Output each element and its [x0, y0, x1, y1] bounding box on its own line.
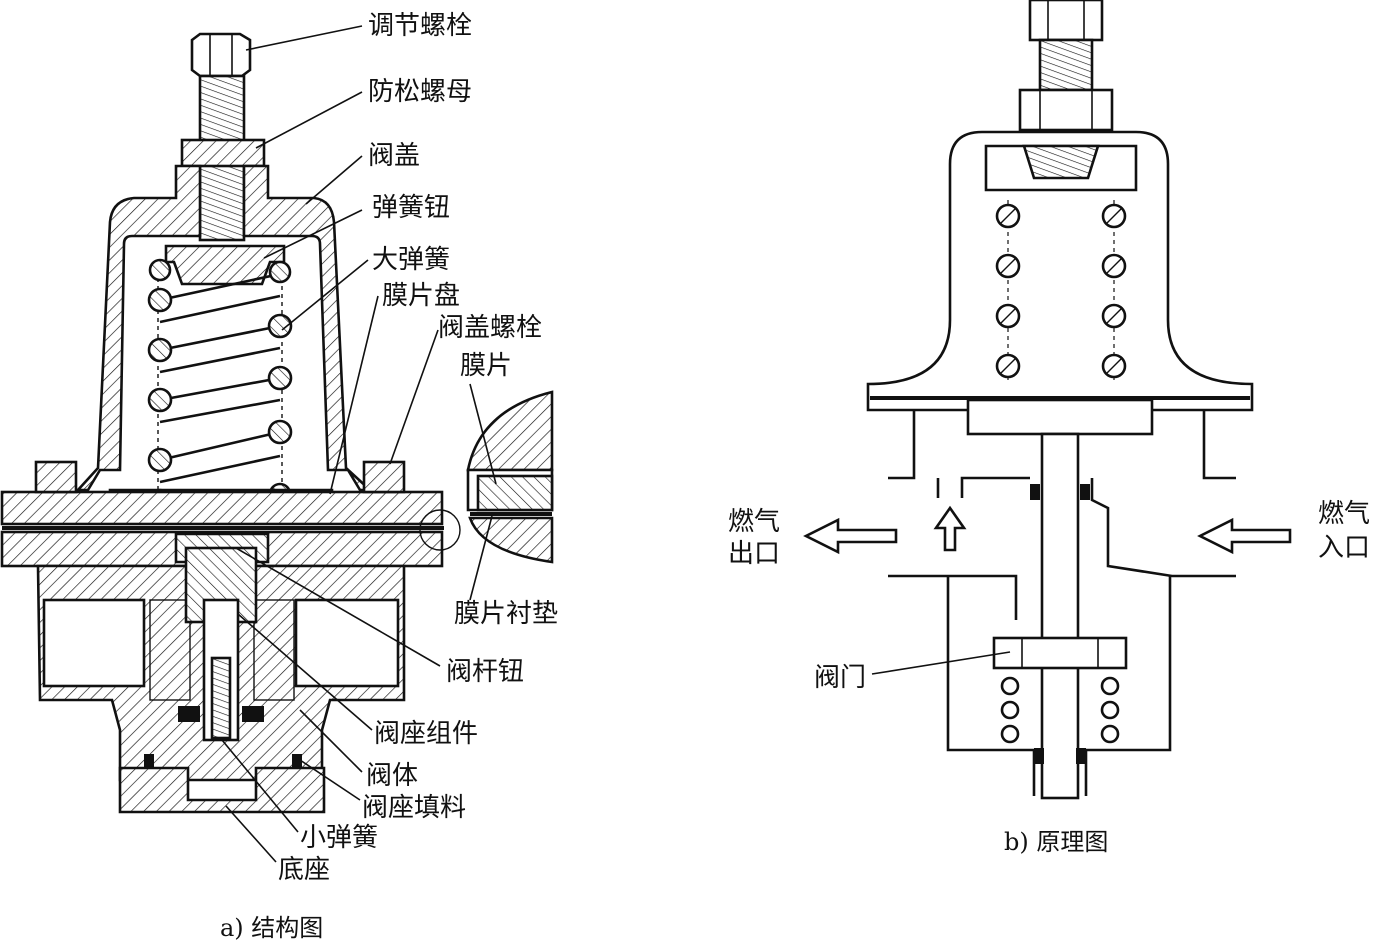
- principle-drawing: [803, 0, 1292, 800]
- label-lock-nut: 防松螺母: [368, 77, 472, 107]
- labels-a: 调节螺栓 防松螺母 阀盖 弹簧钮 大弹簧 膜片盘 阀盖螺栓 膜片 膜片衬垫 阀杆…: [220, 11, 558, 942]
- principle-stem: [1040, 432, 1080, 800]
- principle-small-spring: [1000, 676, 1120, 744]
- label-seat-assembly: 阀座组件: [374, 719, 478, 749]
- diaphragm-detail: [419, 390, 554, 564]
- principle-valve: [992, 636, 1128, 670]
- label-large-spring: 大弹簧: [372, 245, 450, 275]
- label-adjust-bolt: 调节螺栓: [368, 11, 472, 41]
- lock-nut-shape: [180, 138, 266, 168]
- label-seat-packing: 阀座填料: [362, 793, 466, 823]
- packing-right: [242, 706, 264, 722]
- bonnet-shape: [75, 164, 374, 492]
- packing-left: [178, 706, 200, 722]
- bolt-head-left: [34, 460, 78, 494]
- label-gas-outlet-1: 燃气: [728, 507, 780, 537]
- leader-lines-a: [221, 25, 497, 863]
- label-bonnet-bolt: 阀盖螺栓: [438, 313, 542, 343]
- flow-up-arrow: [933, 505, 967, 552]
- caption-b: b) 原理图: [1004, 828, 1108, 856]
- bolt-head-right: [362, 460, 406, 494]
- label-diaphragm-gasket: 膜片衬垫: [454, 599, 558, 629]
- outlet-arrow: [803, 517, 898, 555]
- label-diaphragm: 膜片: [460, 351, 512, 381]
- label-stem-button: 阀杆钮: [446, 657, 524, 687]
- labels-b: 燃气 出口 燃气 入口 阀门 b) 原理图: [728, 499, 1370, 856]
- label-diaphragm-plate: 膜片盘: [382, 281, 460, 311]
- principle-bonnet: [866, 130, 1254, 412]
- principle-body: [888, 410, 1236, 796]
- principle-spring: [995, 200, 1127, 380]
- spring-button-shape: [164, 244, 286, 286]
- label-gas-inlet-1: 燃气: [1318, 499, 1370, 529]
- label-small-spring: 小弹簧: [300, 823, 378, 853]
- structure-drawing: [0, 25, 554, 863]
- label-valve-body: 阀体: [366, 761, 418, 791]
- label-valve: 阀门: [814, 663, 866, 693]
- large-spring-shape: [147, 258, 293, 512]
- upper-flange-shape: [0, 490, 444, 526]
- inlet-arrow: [1197, 517, 1292, 555]
- label-gas-inlet-2: 入口: [1318, 533, 1370, 563]
- label-bonnet: 阀盖: [368, 141, 420, 171]
- label-spring-button: 弹簧钮: [372, 193, 450, 223]
- label-base: 底座: [278, 855, 330, 885]
- caption-a: a) 结构图: [220, 914, 323, 942]
- label-gas-outlet-2: 出口: [728, 539, 780, 569]
